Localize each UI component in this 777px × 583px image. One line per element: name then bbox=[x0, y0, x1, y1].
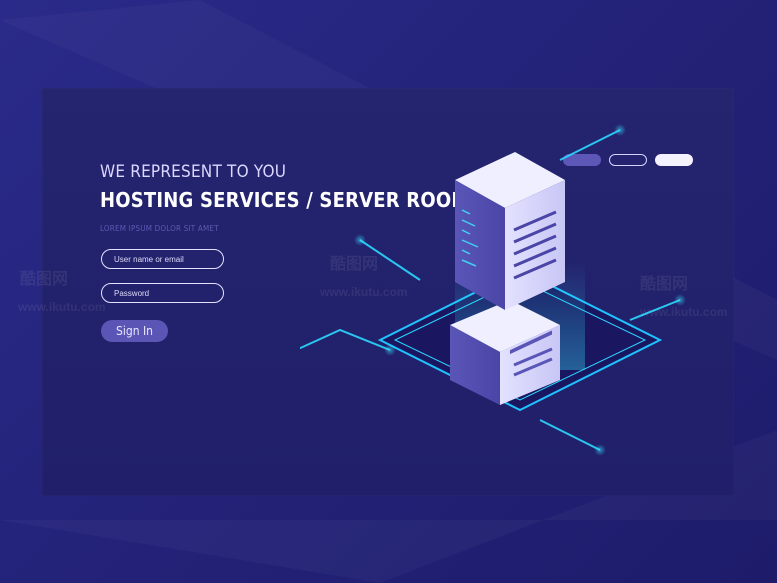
hero-headline: WE REPRESENT TO YOU HOSTING SERVICES / S… bbox=[100, 162, 469, 233]
pager-dot-1[interactable] bbox=[563, 154, 601, 166]
server-illustration-icon bbox=[300, 124, 686, 456]
slider-pager bbox=[563, 154, 693, 166]
pager-dot-2[interactable] bbox=[609, 154, 647, 166]
password-input[interactable] bbox=[101, 283, 224, 303]
pager-dot-3[interactable] bbox=[655, 154, 693, 166]
hero-pre-title: WE REPRESENT TO YOU bbox=[100, 162, 287, 182]
hero-title: HOSTING SERVICES / SERVER ROOM bbox=[100, 188, 470, 212]
hero-subtitle: LOREM IPSUM DOLOR SIT AMET bbox=[100, 224, 219, 233]
username-email-input[interactable] bbox=[101, 249, 224, 269]
sign-in-button[interactable]: Sign In bbox=[101, 320, 168, 342]
